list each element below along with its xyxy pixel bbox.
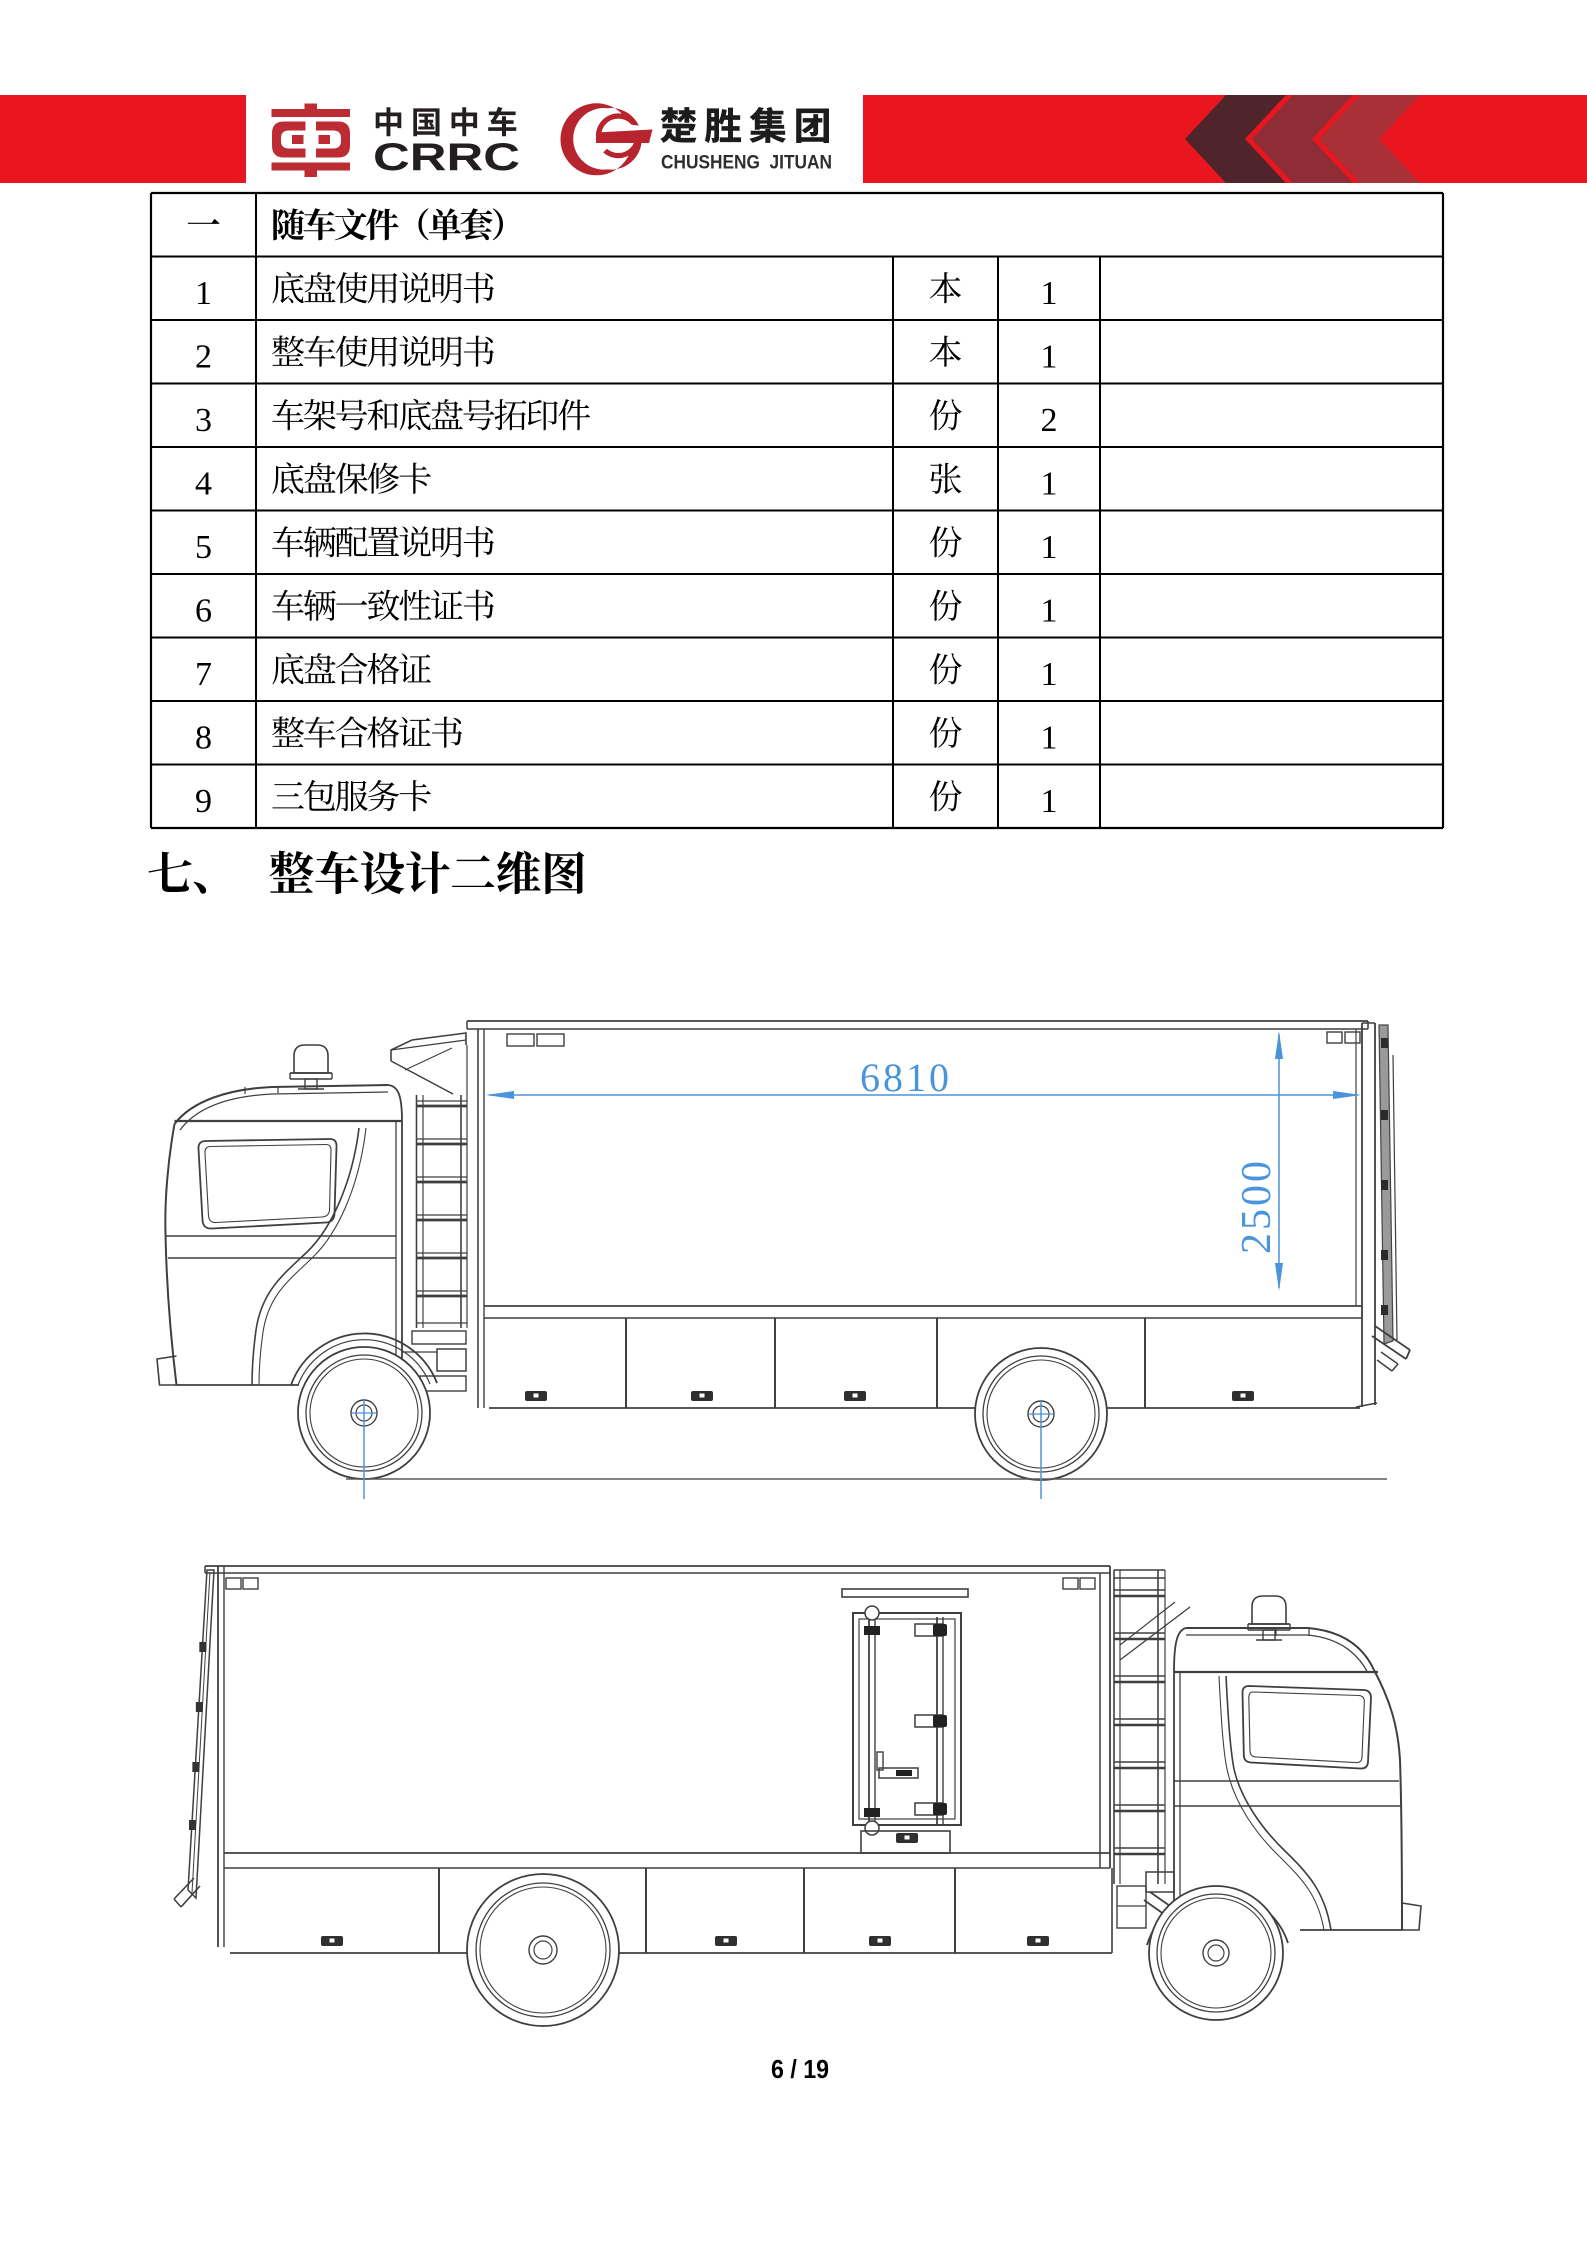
svg-text:1: 1 bbox=[1041, 656, 1058, 693]
svg-text:2: 2 bbox=[1041, 402, 1058, 439]
svg-text:CHUSHENG JITUAN: CHUSHENG JITUAN bbox=[661, 152, 832, 174]
svg-text:1: 1 bbox=[1041, 719, 1058, 756]
svg-text:8: 8 bbox=[195, 719, 212, 756]
svg-text:2: 2 bbox=[195, 338, 212, 375]
svg-text:6 / 19: 6 / 19 bbox=[771, 2054, 829, 2084]
svg-text:1: 1 bbox=[1041, 275, 1058, 312]
svg-text:5: 5 bbox=[195, 529, 212, 566]
svg-text:3: 3 bbox=[195, 402, 212, 439]
svg-text:1: 1 bbox=[1041, 465, 1058, 502]
svg-text:9: 9 bbox=[195, 783, 212, 820]
svg-text:1: 1 bbox=[195, 275, 212, 312]
svg-text:CRRC: CRRC bbox=[373, 136, 520, 179]
svg-text:1: 1 bbox=[1041, 592, 1058, 629]
svg-text:4: 4 bbox=[195, 465, 212, 502]
svg-text:1: 1 bbox=[1041, 783, 1058, 820]
svg-text:1: 1 bbox=[1041, 529, 1058, 566]
svg-text:6810: 6810 bbox=[860, 1055, 952, 1100]
svg-text:6: 6 bbox=[195, 592, 212, 629]
svg-text:2500: 2500 bbox=[1234, 1158, 1280, 1254]
svg-text:7: 7 bbox=[195, 656, 212, 693]
svg-text:1: 1 bbox=[1041, 338, 1058, 375]
